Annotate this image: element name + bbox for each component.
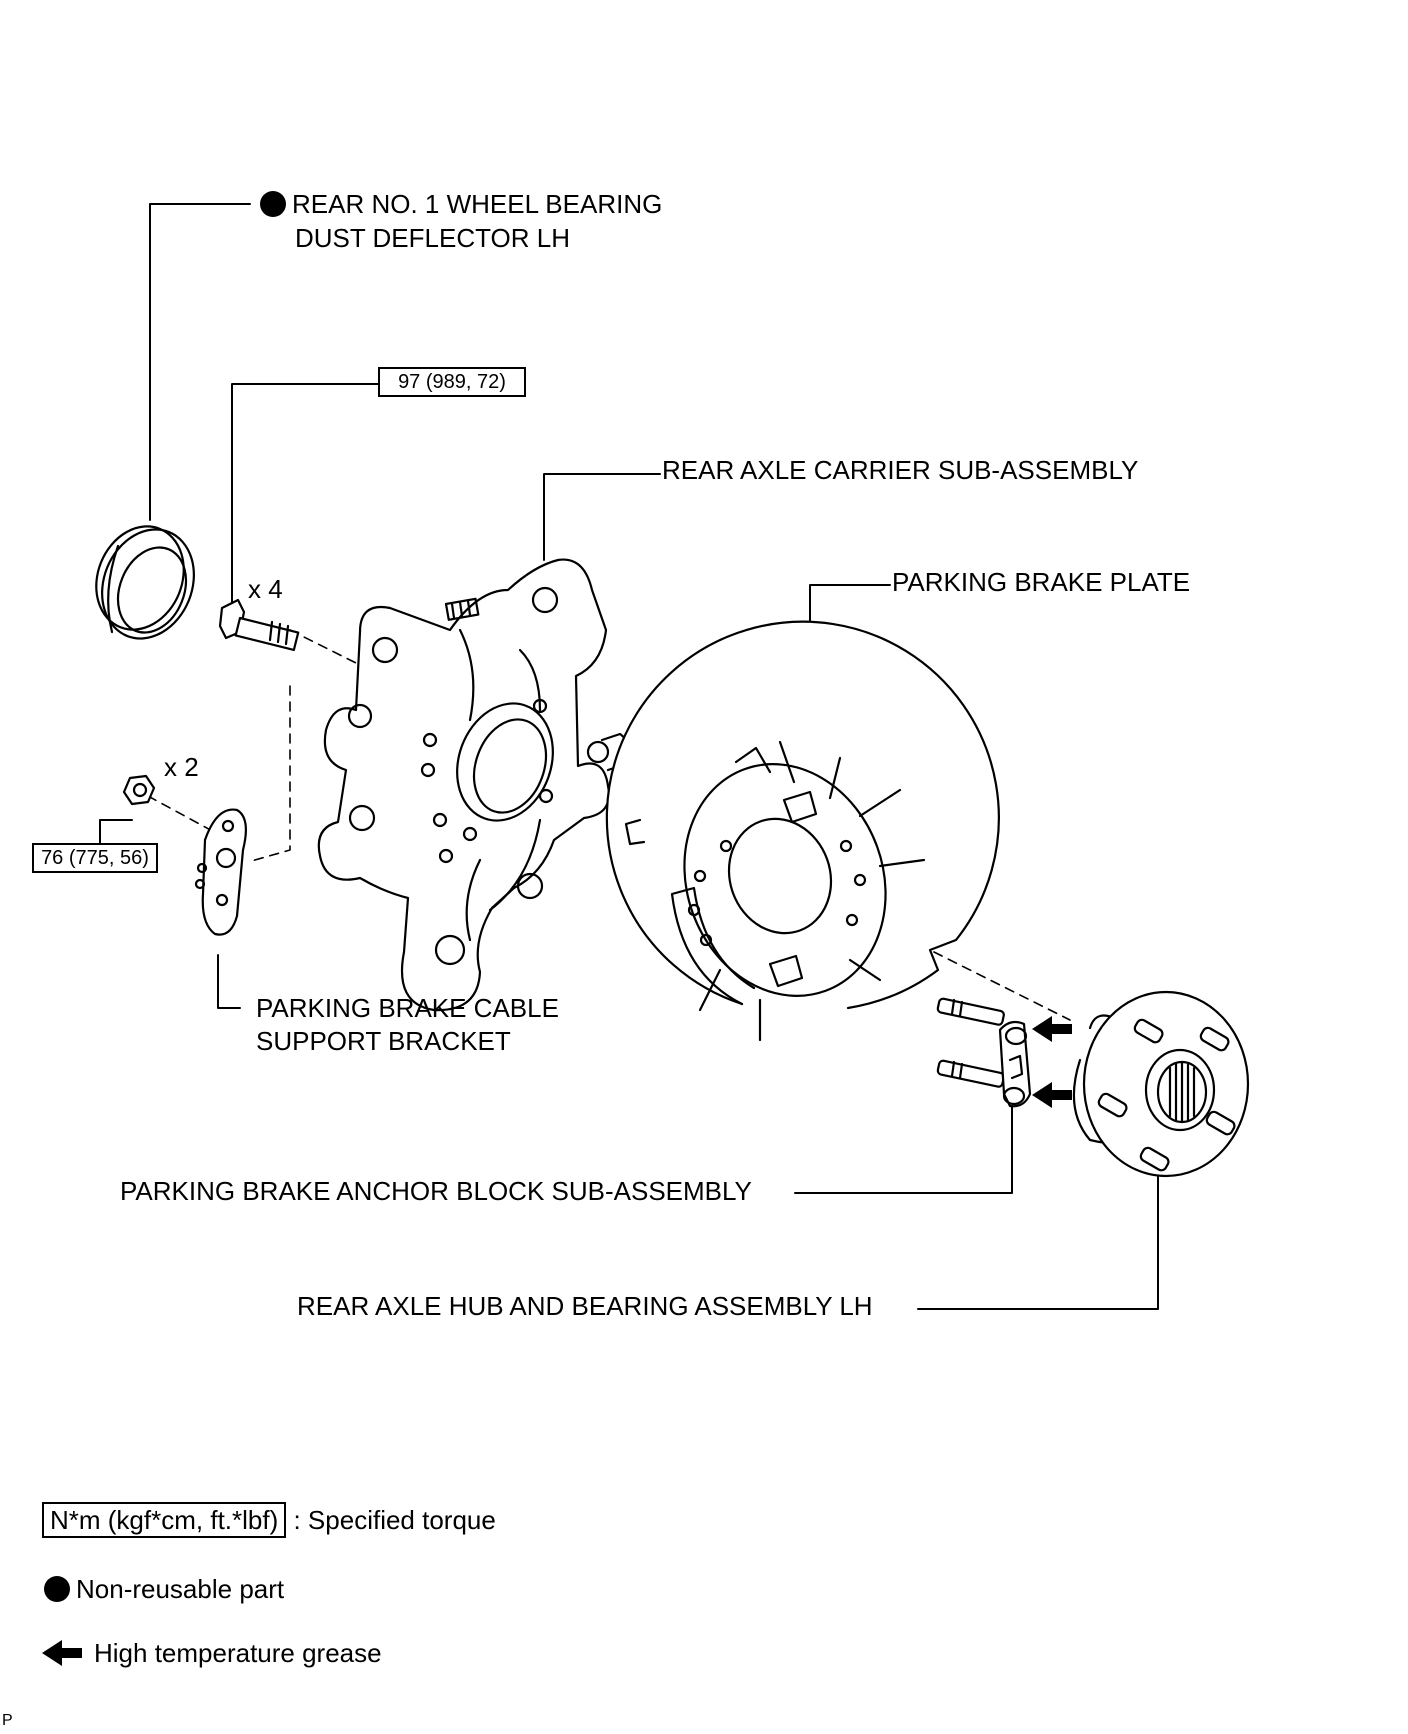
label-hub-bearing: REAR AXLE HUB AND BEARING ASSEMBLY LH — [297, 1291, 873, 1321]
cable-support-bracket — [194, 808, 248, 936]
grease-arrow-icon — [1032, 1082, 1072, 1108]
label-cable-bracket: PARKING BRAKE CABLE — [256, 993, 559, 1023]
torque-box-bolt: 97 (989, 72) — [378, 367, 526, 397]
grease-arrow-icon — [42, 1640, 82, 1666]
anchor-block — [998, 1020, 1032, 1108]
label-cable-bracket-line2: SUPPORT BRACKET — [256, 1026, 511, 1056]
rear-axle-carrier — [317, 558, 630, 1012]
parking-brake-plate — [605, 620, 1000, 1042]
legend-torque-box: N*m (kgf*cm, ft.*lbf) — [42, 1502, 287, 1538]
hub-bearing-assembly — [1072, 990, 1250, 1178]
bracket-nut — [122, 774, 156, 806]
label-dust-deflector: REAR NO. 1 WHEEL BEARING — [260, 188, 662, 220]
legend-torque-desc: : Specified torque — [293, 1505, 496, 1535]
legend-non-reusable: Non-reusable part — [44, 1573, 284, 1605]
leader-lines — [99, 203, 1159, 1310]
qty-bolt: x 4 — [248, 574, 283, 604]
grease-arrows — [1032, 1016, 1072, 1108]
dust-deflector-ring — [95, 525, 195, 640]
qty-nut: x 2 — [164, 752, 199, 782]
label-parking-brake-plate: PARKING BRAKE PLATE — [892, 567, 1191, 597]
label-dust-deflector-line2: DUST DEFLECTOR LH — [295, 223, 570, 253]
label-anchor-block: PARKING BRAKE ANCHOR BLOCK SUB-ASSEMBLY — [120, 1176, 752, 1206]
torque-box-nut: 76 (775, 56) — [32, 843, 158, 873]
non-reusable-dot-icon — [260, 191, 286, 217]
grease-arrow-icon — [1032, 1016, 1072, 1042]
non-reusable-dot-icon — [44, 1576, 70, 1602]
hub-bolts — [936, 997, 1005, 1088]
legend-grease: High temperature grease — [40, 1637, 382, 1669]
legend-torque: N*m (kgf*cm, ft.*lbf) : Specified torque — [42, 1502, 496, 1538]
page-mark: P — [2, 1712, 13, 1729]
label-axle-carrier: REAR AXLE CARRIER SUB-ASSEMBLY — [662, 455, 1139, 485]
carrier-bolt — [218, 598, 300, 652]
